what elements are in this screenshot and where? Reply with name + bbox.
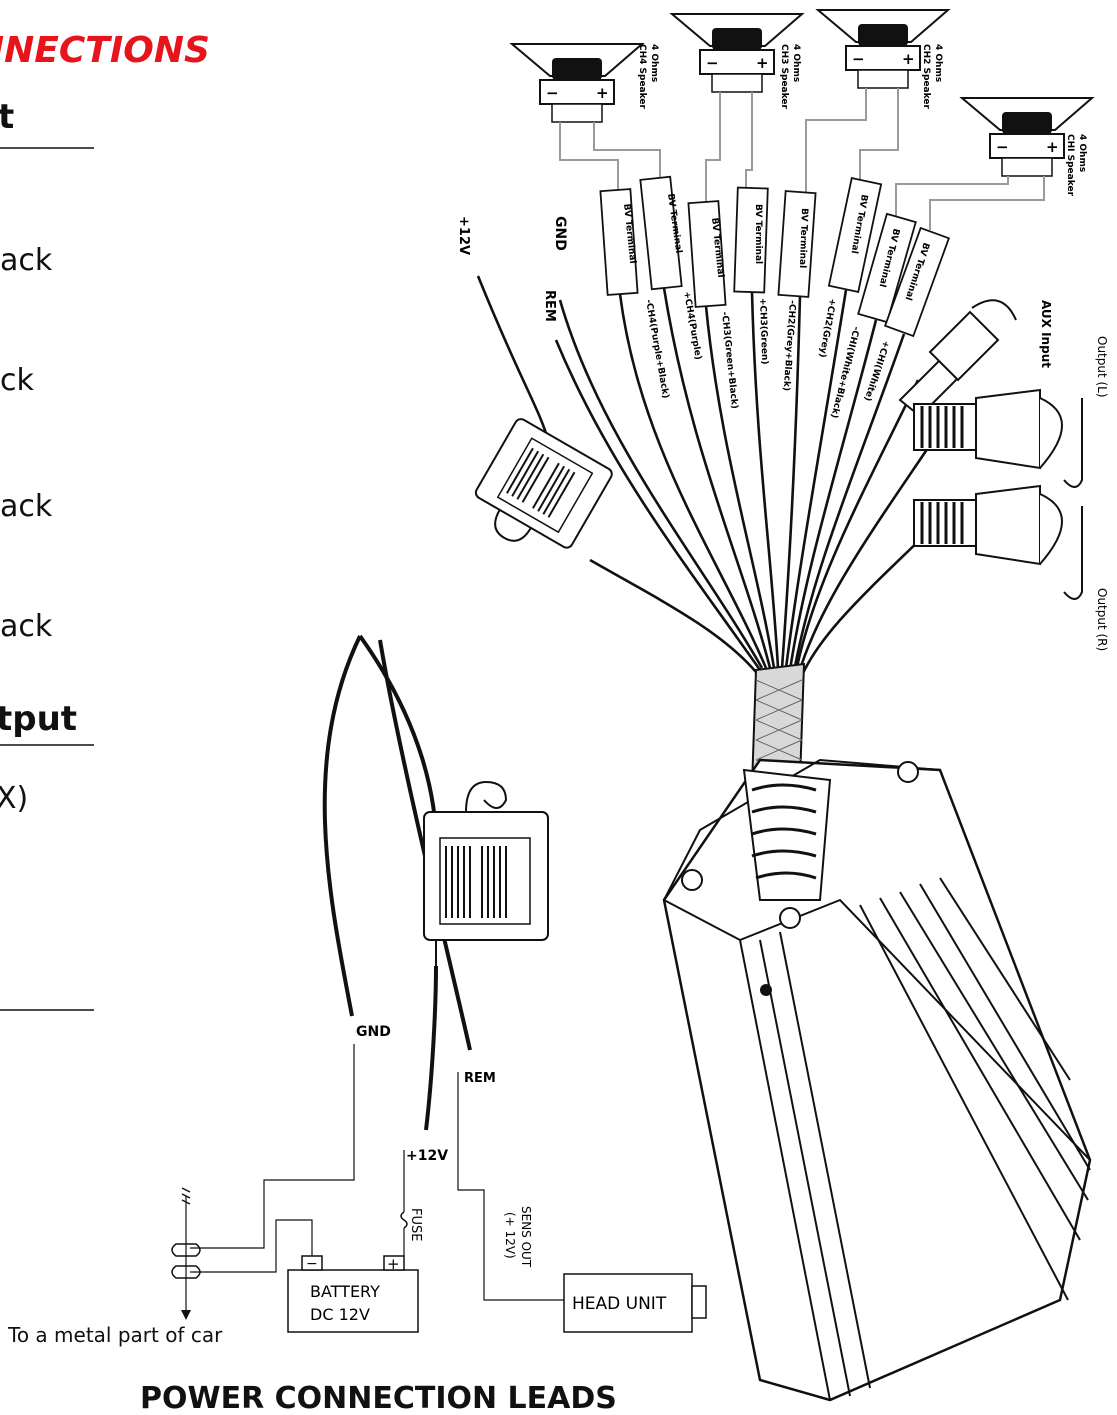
wire-label-ch3-neg: -CH3(Green+Black) — [719, 311, 739, 409]
svg-text:−: − — [706, 54, 719, 72]
battery: − + BATTERY DC 12V — [287, 1255, 419, 1333]
svg-text:+: + — [902, 50, 915, 68]
fuse-label: FUSE — [408, 1208, 423, 1241]
ground-arrow — [181, 1310, 191, 1320]
wire-label-ch1-pos: +CHI(White) — [862, 339, 891, 402]
rem-top-label: REM — [542, 290, 557, 322]
rca-output-left: Output (L) — [913, 336, 1109, 488]
wire-label-ch2-pos: +CH2(Grey) — [817, 297, 837, 358]
amplifier-body — [662, 758, 1092, 1402]
speaker-ch1: − + 4 Ohms CHI Speaker — [959, 97, 1095, 197]
ch3-speaker-label: CH3 Speaker — [779, 44, 789, 109]
ch3-ohms-label: 4 Ohms — [791, 44, 801, 82]
speaker-ch4: − + 4 Ohms CH4 Speaker — [509, 43, 659, 123]
battery-label: BATTERY — [310, 1282, 380, 1301]
ch2-speaker-label: CH2 Speaker — [921, 44, 931, 109]
left-row-4: ack — [0, 609, 53, 644]
speaker-ch2: − + 4 Ohms CH2 Speaker — [815, 9, 951, 109]
head-unit: HEAD UNIT — [563, 1273, 707, 1333]
ground-note: To a metal part of car — [7, 1323, 223, 1347]
left-row-2: ck — [0, 363, 34, 398]
left-heading-2: tput — [0, 699, 77, 739]
left-heading-1: t — [0, 97, 14, 137]
svg-text:BV Terminal: BV Terminal — [753, 204, 763, 264]
output-r-label: Output (R) — [1095, 588, 1109, 651]
left-row-3: ack — [0, 489, 53, 524]
battery-plus-icon: + — [387, 1255, 400, 1273]
rca-output-right: Output (R) — [913, 484, 1109, 651]
rem-label: REM — [464, 1071, 496, 1086]
wire-label-ch4-neg: -CH4(Purple+Black) — [643, 299, 670, 400]
fuse-symbol-icon — [400, 1211, 408, 1229]
ground-screw-icon — [171, 1187, 201, 1279]
lower-fuse-holder — [423, 780, 549, 966]
svg-text:−: − — [546, 84, 559, 102]
plus12v-top-label: +12V — [456, 216, 471, 255]
top-lead-labels: +12V GND REM — [456, 216, 568, 322]
aux-input-label: AUX Input — [1039, 300, 1053, 368]
svg-text:+: + — [756, 54, 769, 72]
wire-label-ch3-pos: +CH3(Green) — [757, 298, 769, 365]
head-unit-label: HEAD UNIT — [572, 1294, 667, 1314]
ch1-speaker-label: CHI Speaker — [1065, 134, 1075, 197]
top-fuse-holder — [474, 418, 613, 549]
sens-out-voltage-label: (+ 12V) — [503, 1212, 517, 1259]
battery-minus-icon: − — [306, 1256, 318, 1272]
svg-text:+: + — [1046, 138, 1059, 156]
svg-text:−: − — [996, 138, 1009, 156]
left-panel: NNECTIONS t ack ck ack ack tput X) — [0, 30, 210, 1011]
svg-text:BV Terminal: BV Terminal — [797, 208, 809, 268]
svg-text:−: − — [852, 50, 865, 68]
ch1-ohms-label: 4 Ohms — [1077, 134, 1087, 172]
section-title: NNECTIONS — [0, 30, 210, 71]
plus12v-label: +12V — [406, 1148, 448, 1164]
schematic-lines — [185, 1044, 564, 1318]
speaker-leads — [559, 88, 1045, 230]
speaker-ch3: − + 4 Ohms CH3 Speaker — [669, 13, 805, 109]
sens-out-label: SENS OUT — [519, 1206, 533, 1268]
left-row-1: ack — [0, 243, 53, 278]
bv-terminals — [599, 175, 951, 338]
aux-input-connector: AUX Input — [898, 299, 1053, 418]
footer-title: POWER CONNECTION LEADS — [140, 1381, 617, 1415]
battery-voltage-label: DC 12V — [310, 1305, 370, 1324]
ch2-ohms-label: 4 Ohms — [933, 44, 943, 82]
ch4-ohms-label: 4 Ohms — [649, 44, 659, 82]
svg-text:+: + — [596, 84, 609, 102]
ch4-speaker-label: CH4 Speaker — [637, 44, 647, 109]
gnd-top-label: GND — [552, 216, 568, 251]
output-l-label: Output (L) — [1095, 336, 1109, 398]
left-row-5: X) — [0, 781, 28, 816]
signal-wires — [476, 275, 942, 681]
gnd-label: GND — [356, 1024, 391, 1040]
wire-label-ch2-neg: -CH2(Grey+Black) — [781, 300, 797, 392]
